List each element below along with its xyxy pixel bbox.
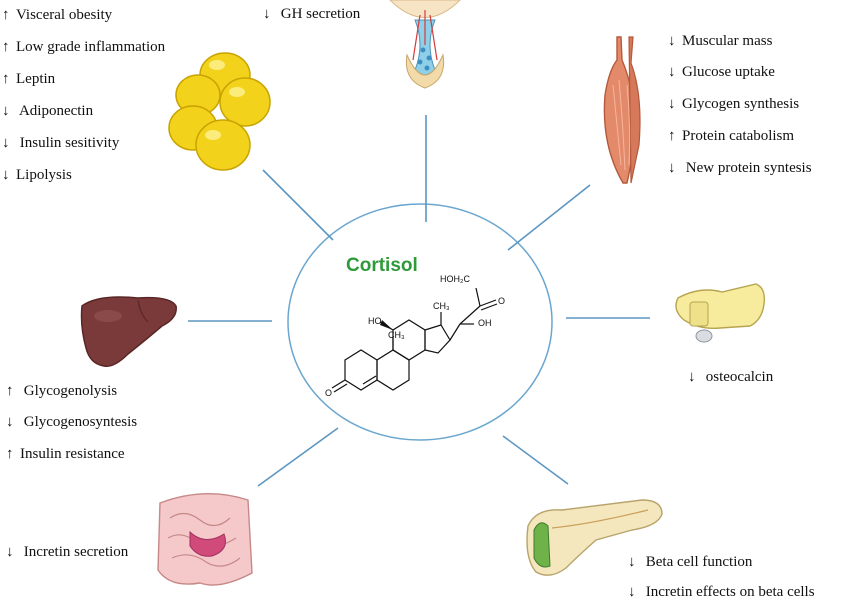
- effect-item: ↓ Incretin effects on beta cells: [628, 584, 815, 600]
- effect-item: ↓ Glycogenosyntesis: [6, 414, 138, 430]
- arrow-down-icon: ↓: [668, 160, 676, 176]
- spoke-adipose: [262, 169, 334, 241]
- liver-icon: [80, 296, 177, 367]
- arrow-down-icon: ↓: [2, 103, 10, 119]
- effect-item: ↓Lipolysis: [2, 167, 72, 183]
- effect-item: ↓ Insulin sesitivity: [2, 135, 120, 151]
- arrow-up-icon: ↑: [2, 7, 10, 23]
- spoke-pancreas: [502, 435, 569, 485]
- effect-item: ↓ Beta cell function: [628, 554, 753, 570]
- arrow-down-icon: ↓: [2, 167, 10, 183]
- label-oh: OH: [478, 318, 492, 328]
- arrow-down-icon: ↓: [6, 414, 14, 430]
- bone-icon: [675, 283, 766, 343]
- pituitary-effect: ↓ GH secretion: [263, 6, 361, 22]
- label-ho: HO: [368, 316, 382, 326]
- label-keto-o: O: [325, 388, 333, 398]
- arrow-down-icon: ↓: [263, 6, 271, 22]
- arrow-down-icon: ↓: [6, 544, 14, 560]
- muscle-icon: [603, 36, 641, 184]
- arrow-up-icon: ↑: [2, 71, 10, 87]
- effect-item: ↓Glycogen synthesis: [668, 96, 800, 112]
- arrow-up-icon: ↑: [6, 446, 14, 462]
- effect-item: ↑Protein catabolism: [668, 128, 795, 144]
- spoke-intestine: [257, 427, 339, 487]
- effect-item: ↓ Adiponectin: [2, 103, 94, 119]
- spoke-muscle: [507, 184, 591, 251]
- pancreas-icon: [526, 499, 663, 576]
- intestine-icon: [157, 493, 253, 586]
- intestine-effect: ↓ Incretin secretion: [6, 544, 129, 560]
- effect-item: ↓Muscular mass: [668, 33, 773, 49]
- cortisol-structure: [331, 287, 498, 393]
- effect-item: ↑Leptin: [2, 71, 56, 87]
- label-hoch2: HOH₂C: [440, 274, 470, 284]
- arrow-down-icon: ↓: [668, 96, 676, 112]
- arrow-down-icon: ↓: [668, 33, 676, 49]
- fat-cells-icon: [168, 52, 271, 171]
- effect-item: ↓ New protein syntesis: [668, 160, 812, 176]
- arrow-down-icon: ↓: [628, 584, 636, 600]
- bone-effect: ↓ osteocalcin: [688, 369, 774, 385]
- arrow-down-icon: ↓: [688, 369, 696, 385]
- effect-item: ↑ Glycogenolysis: [6, 383, 118, 399]
- label-ch3-top: CH₃: [433, 301, 450, 311]
- effect-item: ↑Low grade inflammation: [2, 39, 166, 55]
- cortisol-title: Cortisol: [346, 255, 418, 276]
- cortisol-ring: [287, 203, 553, 441]
- effect-item: ↑Insulin resistance: [6, 446, 125, 462]
- label-o-side: O: [498, 296, 506, 306]
- arrow-up-icon: ↑: [668, 128, 676, 144]
- effect-item: ↑Visceral obesity: [2, 7, 113, 23]
- arrow-up-icon: ↑: [6, 383, 14, 399]
- pituitary-icon: [389, 0, 461, 89]
- label-ch3-mid: CH₃: [388, 330, 405, 340]
- arrow-down-icon: ↓: [2, 135, 10, 151]
- arrow-up-icon: ↑: [2, 39, 10, 55]
- effect-item: ↓Glucose uptake: [668, 64, 775, 80]
- arrow-down-icon: ↓: [628, 554, 636, 570]
- arrow-down-icon: ↓: [668, 64, 676, 80]
